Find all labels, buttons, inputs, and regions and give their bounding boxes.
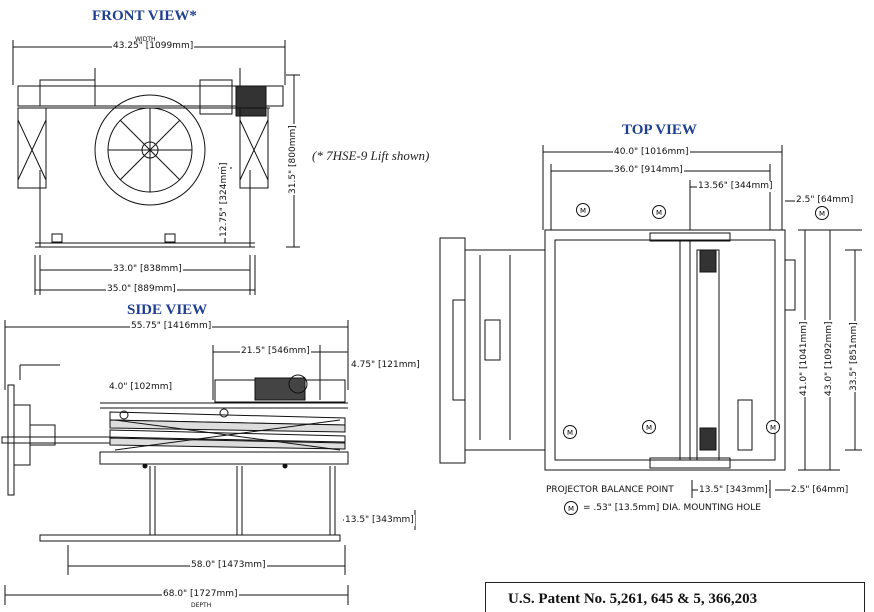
side-offset-dim: 4.75" [121mm] xyxy=(350,360,421,371)
top-inner-width-dim: 36.0" [914mm] xyxy=(613,165,684,176)
side-left-dim: 4.0" [102mm] xyxy=(108,382,174,393)
front-width-caption: WIDTH xyxy=(134,34,157,45)
mounting-hole-note: = .53" [13.5mm] DIA. MOUNTING HOLE xyxy=(582,503,762,514)
mounting-hole-legend-icon: M xyxy=(564,501,578,515)
top-balance-dim: 13.5" [343mm] xyxy=(698,485,769,496)
mounting-hole-marker-icon: M xyxy=(815,206,829,220)
side-depth-dim: 68.0" [1727mm] xyxy=(162,589,239,600)
side-leg-dim: 13.5" [343mm] xyxy=(344,515,415,526)
front-width-dim: 43.25" [1099mm] xyxy=(112,41,195,52)
top-balance-label: PROJECTOR BALANCE POINT xyxy=(545,485,675,496)
top-depth-43: 43.0" [1092mm] xyxy=(824,320,835,397)
front-height-dim: 31.5" [800mm] xyxy=(288,124,299,195)
side-base-dim: 58.0" [1473mm] xyxy=(190,560,267,571)
side-view-title: SIDE VIEW xyxy=(127,302,208,318)
mounting-hole-marker-icon: M xyxy=(652,205,666,219)
top-depth-41: 41.0" [1041mm] xyxy=(799,320,810,397)
patent-text: U.S. Patent No. 5,261, 645 & 5, 366,203 xyxy=(508,591,758,607)
front-inner-height-dim: 12.75" [324mm] xyxy=(219,161,230,238)
top-width-dim: 40.0" [1016mm] xyxy=(613,147,690,158)
side-overall-dim: 55.75" [1416mm] xyxy=(130,321,213,332)
top-edge-dim-bottom: 2.5" [64mm] xyxy=(790,485,850,496)
front-base-inner-dim: 33.0" [838mm] xyxy=(112,264,183,275)
top-view-title: TOP VIEW xyxy=(622,122,697,138)
top-depth-33: 33.5" [851mm] xyxy=(849,321,860,392)
front-base-outer-dim: 35.0" [889mm] xyxy=(106,284,177,295)
mounting-hole-marker-icon: M xyxy=(576,203,590,217)
front-view-note: (* 7HSE-9 Lift shown) xyxy=(312,148,430,163)
mounting-hole-marker-icon: M xyxy=(766,420,780,434)
front-view-title: FRONT VIEW* xyxy=(92,8,197,24)
top-center-dim: 13.56" [344mm] xyxy=(697,181,774,192)
patent-box: U.S. Patent No. 5,261, 645 & 5, 366,203 xyxy=(485,582,865,612)
side-top-dim: 21.5" [546mm] xyxy=(240,346,311,357)
mounting-hole-marker-icon: M xyxy=(642,420,656,434)
side-depth-caption: DEPTH xyxy=(190,600,213,611)
front-view-drawing xyxy=(12,40,300,295)
top-edge-dim-top: 2.5" [64mm] xyxy=(795,195,855,206)
mounting-hole-marker-icon: M xyxy=(563,425,577,439)
